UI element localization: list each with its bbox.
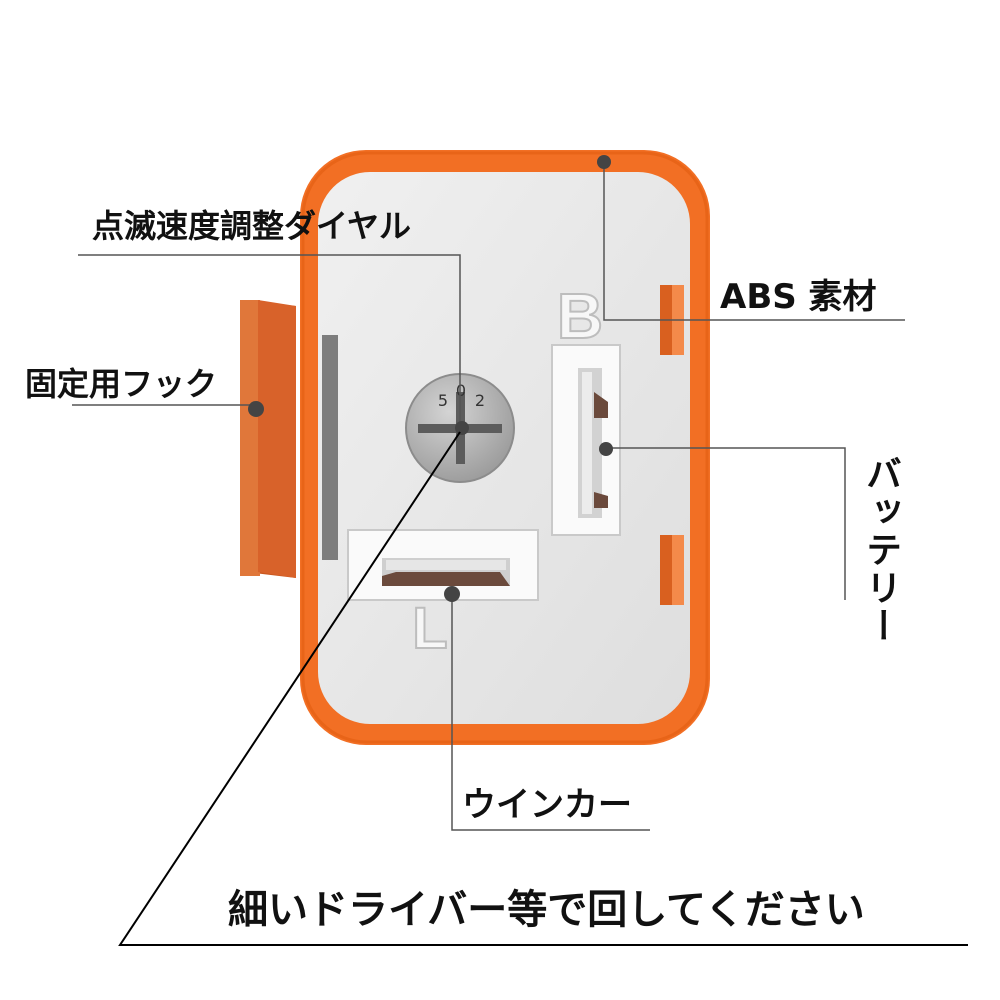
winker-label: ウインカー: [462, 785, 632, 825]
winker-leader: [451, 594, 650, 831]
dial-leader: [78, 254, 461, 428]
l-marking: L: [412, 596, 447, 661]
instruction-label: 細いドライバー等で回してください: [228, 887, 865, 933]
battery-terminal: [551, 344, 621, 536]
dial-label: 点滅速度調整ダイヤル: [92, 207, 412, 245]
abs-label: ABS 素材: [720, 277, 877, 317]
battery-label: バッテリー: [860, 455, 901, 645]
dial-mark-2: 2: [475, 391, 485, 410]
leader-lines: [72, 162, 905, 831]
hook-label: 固定用フック: [25, 365, 218, 403]
fixing-hook: [240, 300, 296, 578]
dial-mark-0: 0: [456, 381, 466, 400]
side-clip-bottom: [660, 535, 684, 605]
battery-leader: [606, 447, 846, 600]
b-marking: B: [557, 280, 603, 352]
winker-terminal: [347, 529, 539, 601]
leader-dots: [248, 155, 613, 602]
instruction-leader: [118, 431, 968, 946]
abs-leader: [603, 162, 905, 321]
dial-mark-5: 5: [438, 391, 448, 410]
